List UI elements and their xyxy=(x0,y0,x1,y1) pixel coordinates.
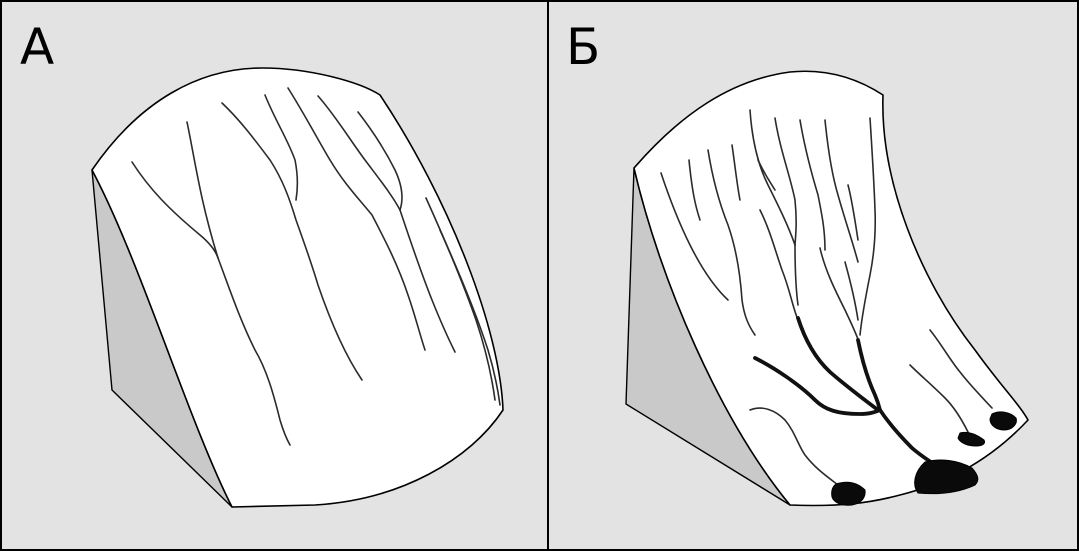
panel-a-label: А xyxy=(20,18,54,76)
panel-b-label: Б xyxy=(566,18,600,76)
pit-small-2 xyxy=(990,412,1016,430)
pit-bottom xyxy=(832,482,866,505)
